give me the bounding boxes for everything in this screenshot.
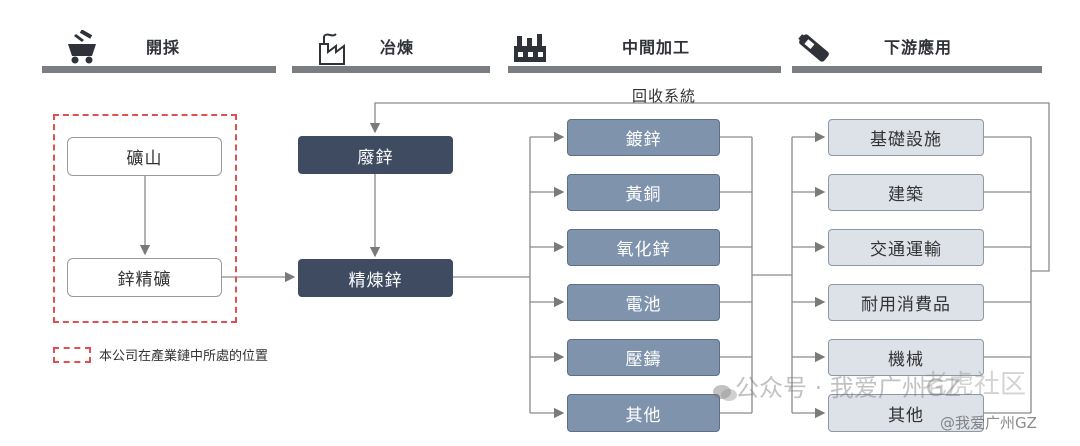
stage-bar: [508, 66, 781, 73]
wechat-logo-icon: [713, 385, 737, 401]
node-processing: 黃銅: [567, 174, 720, 211]
node-mine: 礦山: [67, 137, 222, 176]
stage-header-processing: 中間加工: [508, 26, 781, 76]
node-processing: 鍍鋅: [567, 119, 720, 156]
node-application: 耐用消費品: [828, 284, 984, 321]
company-position-frame: [53, 114, 237, 323]
node-processing: 壓鑄: [567, 339, 720, 376]
node-processing: 電池: [567, 284, 720, 321]
stage-label: 冶煉: [380, 38, 415, 57]
node-zinc-concentrate: 鋅精礦: [67, 258, 222, 297]
stage-header-mining: 開採: [42, 26, 276, 76]
stage-label: 中間加工: [622, 38, 691, 57]
watermark-handle: @我爱广州GZ: [940, 414, 1037, 432]
node-scrap-zinc: 廢鋅: [298, 136, 453, 174]
recycle-system-label: 回收系統: [632, 87, 697, 105]
node-refined-zinc: 精煉鋅: [298, 259, 453, 297]
stage-label: 下游應用: [884, 38, 953, 57]
legend-label: 本公司在產業鏈中所處的位置: [99, 349, 269, 364]
mining-cart-icon: [68, 30, 96, 64]
node-processing: 其他: [567, 394, 720, 432]
watermark-site: 老虎社区: [922, 370, 1027, 400]
stage-bar: [792, 66, 1042, 73]
node-application: 建築: [828, 174, 984, 211]
watermark-wechat: 公众号 · 我爱广州GZ: [735, 374, 961, 402]
stage-header-smelting: 冶煉: [292, 26, 490, 76]
stage-label: 開採: [146, 38, 181, 57]
legend-swatch: [53, 347, 91, 363]
stage-header-applications: 下游應用: [792, 26, 1042, 76]
battery-icon: [798, 34, 829, 62]
factory-icon: [514, 34, 546, 62]
stage-bar: [292, 66, 490, 73]
node-application: 交通運輸: [828, 229, 984, 266]
node-processing: 氧化鋅: [567, 229, 720, 266]
stage-bar: [42, 66, 276, 73]
smelter-icon: [319, 33, 345, 65]
node-application: 其他: [828, 394, 984, 432]
node-application: 基礎設施: [828, 119, 984, 156]
node-application: 機械: [828, 339, 984, 376]
